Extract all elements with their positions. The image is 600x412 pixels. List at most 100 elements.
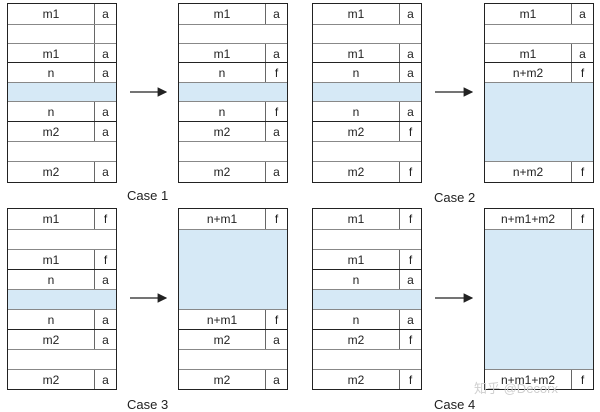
case4-after-heap: n+m1+m2 f n+m1+m2 f — [484, 208, 594, 390]
block-m2-payload — [179, 141, 287, 162]
block-m2-payload — [179, 349, 287, 370]
block-n-payload — [313, 289, 421, 310]
size-text: m2 — [42, 333, 60, 347]
block-n-payload — [8, 82, 116, 102]
block-m2-payload — [8, 349, 116, 370]
flag-text: f — [399, 162, 421, 182]
flag-text: a — [94, 370, 116, 389]
block-n-footer: n a — [8, 309, 116, 330]
size-text: m2 — [347, 333, 365, 347]
flag-text: f — [265, 209, 287, 229]
flag-text: f — [571, 370, 593, 389]
flag-text: a — [265, 370, 287, 389]
size-text: m2 — [347, 372, 365, 387]
flag-text: a — [94, 102, 116, 122]
block-m1-payload — [8, 24, 116, 44]
flag-text: f — [571, 209, 593, 229]
size-text: n — [352, 66, 360, 80]
size-text: m2 — [42, 165, 60, 179]
flag-text: f — [94, 250, 116, 270]
merged-block-footer: n+m1+m2 f — [485, 369, 593, 389]
merged-block-payload — [485, 82, 593, 162]
block-n-footer: n a — [313, 309, 421, 330]
block-m1-footer: m1 a — [179, 43, 287, 63]
flag-text: a — [265, 122, 287, 142]
block-n-header: n a — [8, 269, 116, 290]
block-m2-payload — [8, 141, 116, 162]
case2-before-heap: m1 a m1 a n a n a m2 f m2 f — [312, 3, 422, 183]
case-4-label: Case 4 — [434, 397, 476, 412]
size-text: n+m1+m2 — [500, 212, 556, 226]
size-text: m1 — [347, 46, 365, 61]
block-m2-header: m2 a — [8, 121, 116, 142]
merged-block-footer: n+m2 f — [485, 161, 593, 182]
block-m1-payload — [485, 24, 593, 44]
block-n-header: n f — [179, 62, 287, 83]
block-n-payload — [313, 82, 421, 102]
merged-block-footer: n+m1 f — [179, 309, 287, 330]
flag-text: a — [94, 44, 116, 63]
block-m1-header: m1 f — [313, 209, 421, 229]
block-m1-payload — [313, 24, 421, 44]
block-m1-payload — [179, 24, 287, 44]
block-m1-footer: m1 a — [485, 43, 593, 63]
merged-block-payload — [485, 229, 593, 370]
size-text: n+m2 — [512, 66, 544, 80]
flag-text: f — [94, 209, 116, 229]
flag-text: f — [265, 310, 287, 330]
block-m2-header: m2 a — [179, 121, 287, 142]
flag-text: f — [399, 330, 421, 350]
block-n-payload — [8, 289, 116, 310]
size-text: m1 — [213, 46, 231, 61]
block-m1-footer: m1 a — [313, 43, 421, 63]
block-m1-payload — [8, 229, 116, 250]
merged-block-header: n+m1 f — [179, 209, 287, 229]
case-3-label: Case 3 — [127, 397, 169, 412]
size-text: m2 — [213, 333, 231, 347]
flag-text: a — [399, 102, 421, 122]
size-text: n — [352, 273, 360, 287]
block-n-footer: n f — [179, 101, 287, 122]
flag-text: a — [94, 270, 116, 290]
size-text: m1 — [213, 7, 231, 21]
block-m2-footer: m2 f — [313, 369, 421, 389]
size-text: m1 — [347, 7, 365, 21]
case3-after-heap: n+m1 f n+m1 f m2 a m2 a — [178, 208, 288, 390]
flag-column-divider — [94, 4, 95, 62]
flag-text: a — [265, 4, 287, 24]
size-text: n — [218, 66, 226, 80]
block-m1-header: m1 f — [8, 209, 116, 229]
size-text: n+m1 — [206, 212, 238, 226]
block-n-footer: n a — [313, 101, 421, 122]
block-m1-header: m1 a — [8, 4, 116, 24]
flag-text: f — [399, 250, 421, 270]
size-text: m2 — [213, 165, 231, 179]
flag-text: f — [571, 63, 593, 83]
block-m2-header: m2 a — [179, 329, 287, 350]
size-text: m2 — [213, 372, 231, 387]
block-n-header: n a — [313, 269, 421, 290]
size-text: m2 — [347, 125, 365, 139]
case1-after-heap: m1 a m1 a n f n f m2 a m2 a — [178, 3, 288, 183]
case-2-label: Case 2 — [434, 190, 476, 205]
block-m2-payload — [313, 349, 421, 370]
size-text: n — [352, 105, 360, 119]
flag-text: a — [94, 330, 116, 350]
flag-text: a — [94, 122, 116, 142]
flag-text: f — [571, 162, 593, 182]
size-text: n — [47, 66, 55, 80]
flag-text: a — [265, 330, 287, 350]
block-m1-header: m1 a — [179, 4, 287, 24]
block-m2-footer: m2 f — [313, 161, 421, 182]
size-text: n — [47, 313, 55, 327]
size-text: n — [352, 313, 360, 327]
size-text: m1 — [42, 212, 60, 226]
flag-text: f — [399, 370, 421, 389]
flag-text: a — [571, 4, 593, 24]
block-m1-footer: m1 a — [8, 43, 116, 63]
flag-text: f — [265, 63, 287, 83]
flag-text: a — [94, 4, 116, 24]
block-m1-header: m1 a — [485, 4, 593, 24]
size-text: n+m1+m2 — [500, 372, 556, 387]
size-text: m1 — [347, 253, 365, 267]
